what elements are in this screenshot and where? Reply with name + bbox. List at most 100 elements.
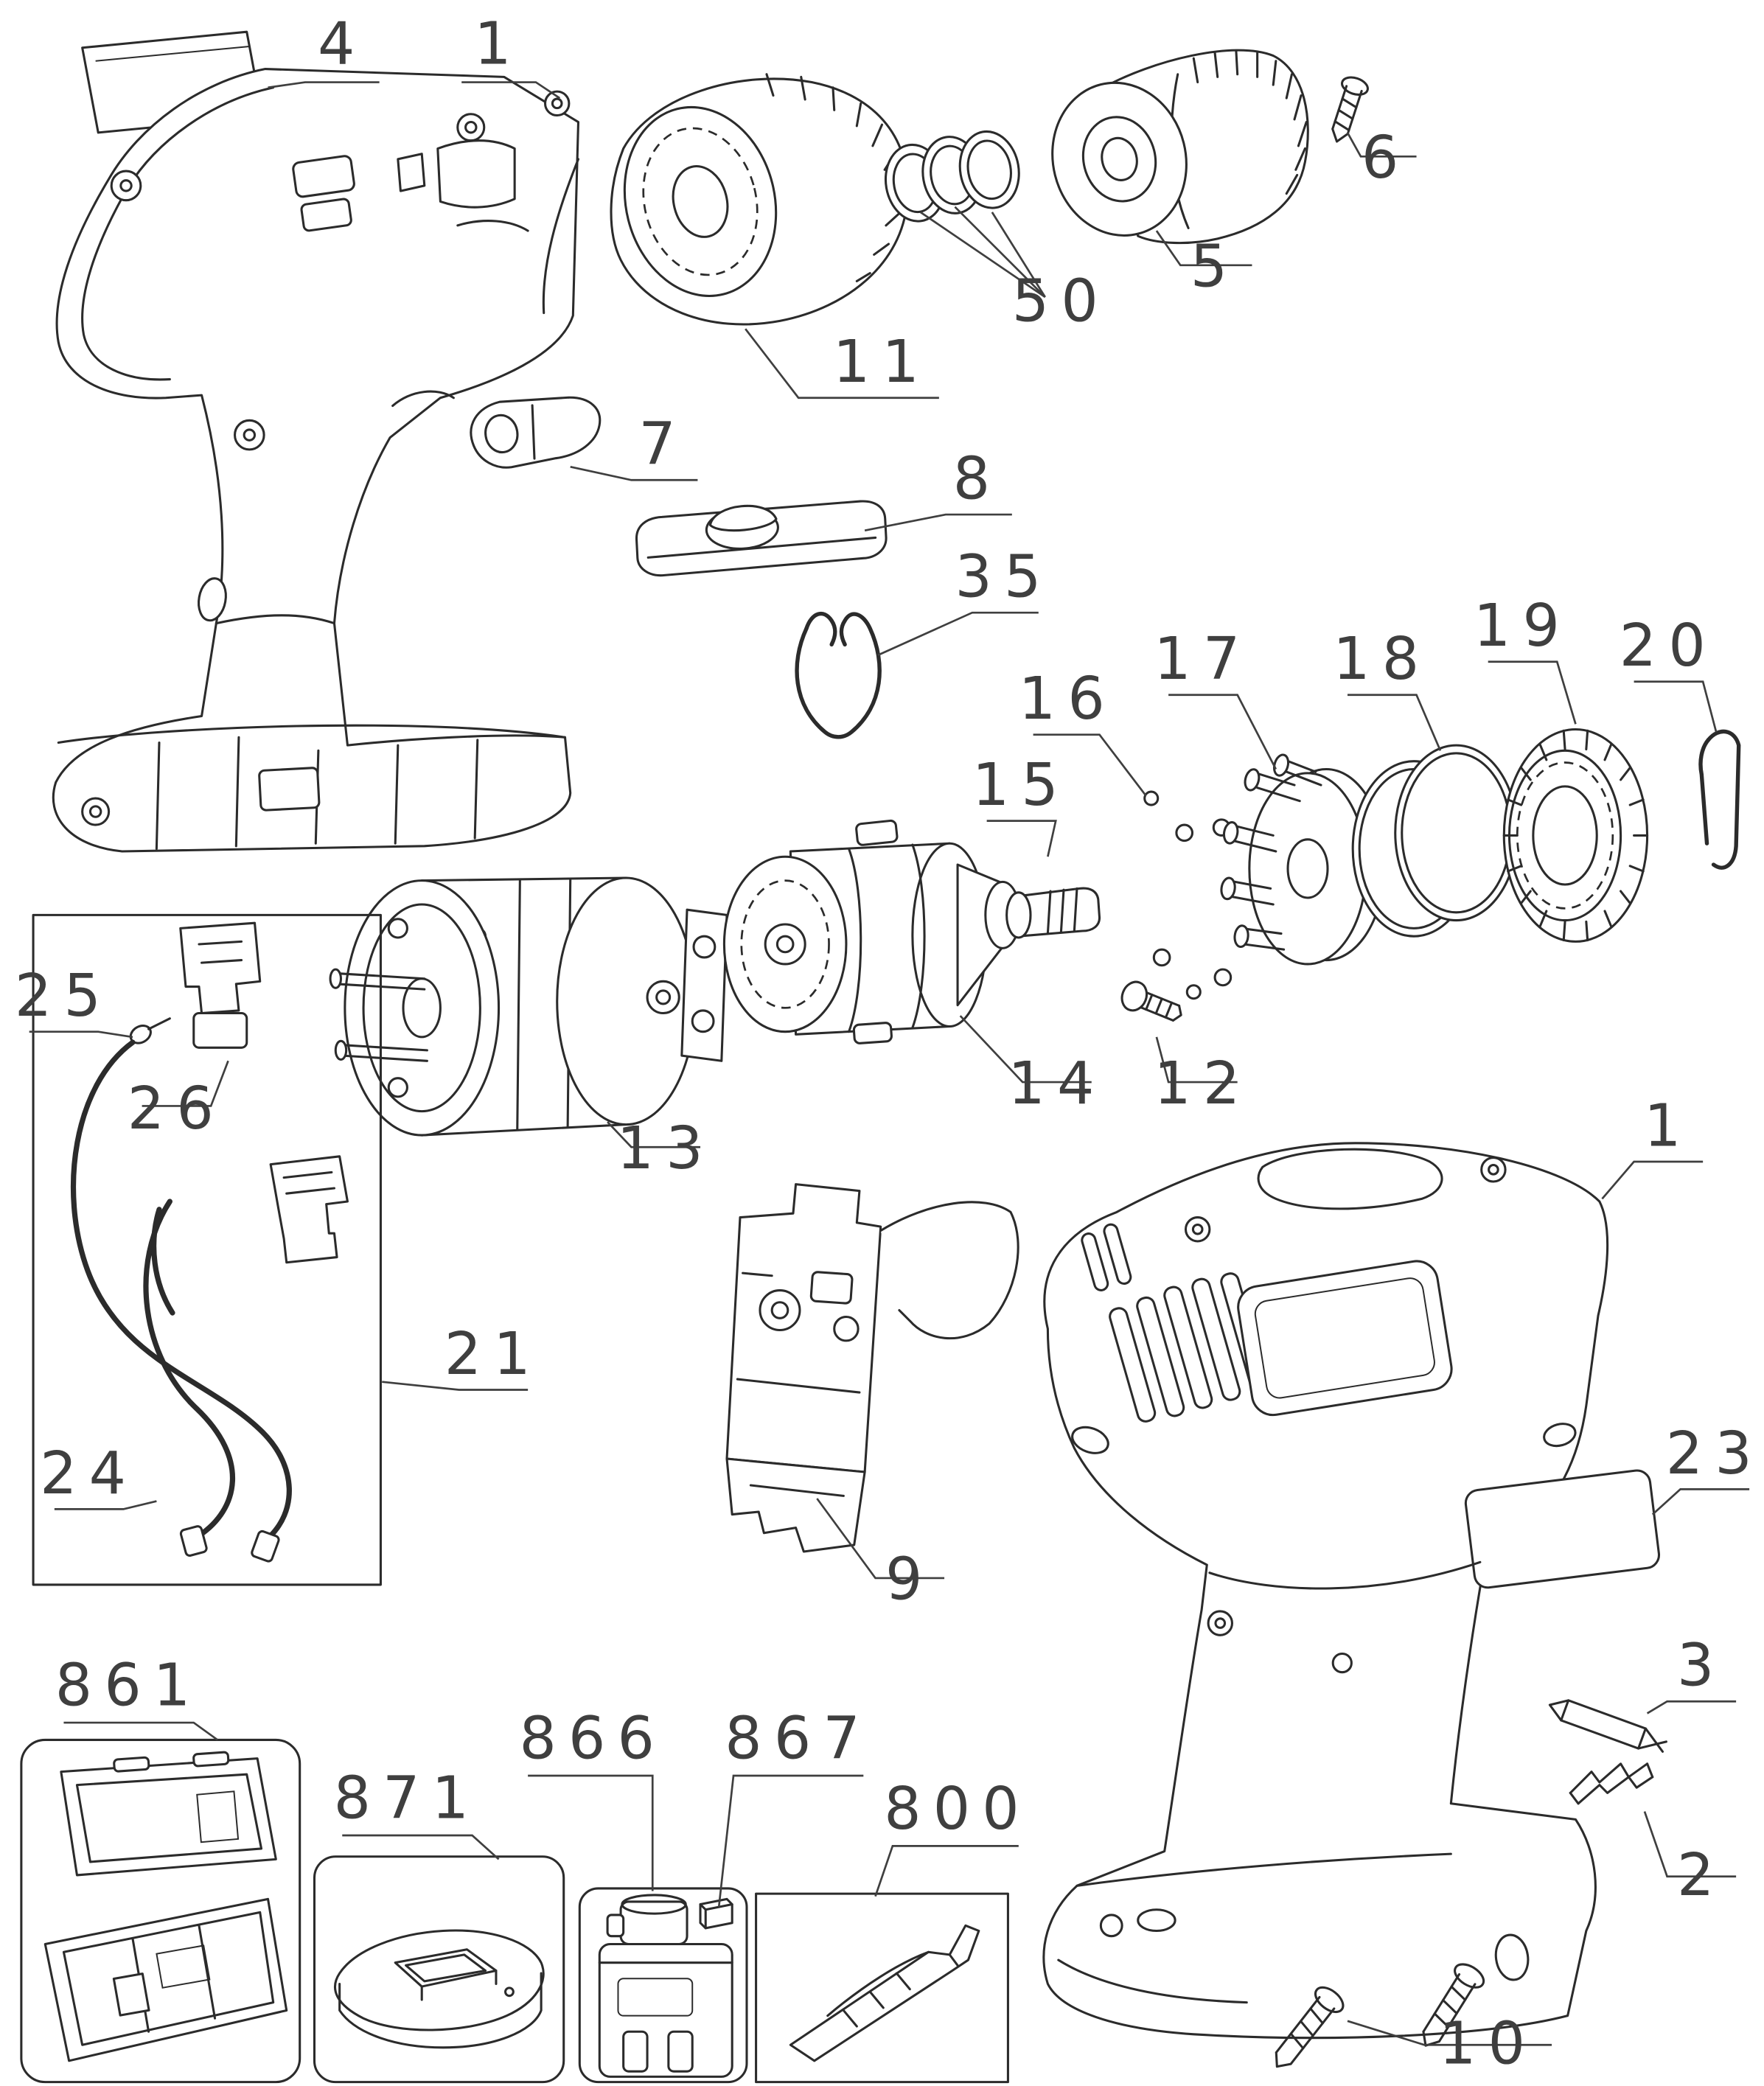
part-18-washer-rings — [1351, 744, 1519, 938]
callout-26: 26 — [128, 1075, 226, 1143]
callout-871: 871 — [334, 1765, 481, 1832]
callout-8: 8 — [953, 444, 1003, 512]
callout-16: 16 — [1019, 665, 1117, 733]
part-866-battery — [578, 1887, 748, 2084]
callout-800: 800 — [884, 1775, 1031, 1843]
callout-866: 866 — [519, 1705, 666, 1773]
callout-11: 11 — [833, 328, 931, 396]
callout-23: 23 — [1666, 1420, 1764, 1487]
callout-leader-21 — [382, 1381, 529, 1391]
callout-19: 19 — [1474, 592, 1572, 660]
callout-leader-866 — [528, 1774, 654, 1891]
callout-leader-19 — [1488, 660, 1577, 725]
part-867-terminal-block — [699, 1897, 733, 1930]
callout-leader-7 — [570, 465, 698, 481]
callout-leader-14 — [959, 1015, 1092, 1084]
callout-leader-25 — [29, 1030, 133, 1039]
callout-9: 9 — [885, 1546, 935, 1614]
part-25-lead-wire — [70, 1017, 292, 1563]
callout-leader-50 — [991, 212, 1046, 298]
callout-leader-50 — [919, 211, 1046, 299]
part-800-accessory — [755, 1892, 1009, 2084]
part-35-spring-clip — [795, 611, 882, 739]
callout-1a: 1 — [474, 10, 523, 77]
callout-10: 10 — [1439, 2009, 1537, 2077]
part-5-chuck — [1051, 49, 1309, 245]
callout-leader-8 — [864, 513, 1012, 531]
part-24-lead-wire — [143, 1199, 235, 1557]
callout-leader-1b — [1601, 1160, 1704, 1200]
callout-leader-871 — [342, 1834, 500, 1860]
callout-24: 24 — [40, 1440, 138, 1507]
callout-50: 50 — [1012, 267, 1110, 335]
callout-leader-24 — [54, 1500, 157, 1510]
part-11-gear-case-cap — [610, 73, 909, 326]
callout-14: 14 — [1008, 1050, 1106, 1117]
callout-leader-23 — [1651, 1488, 1750, 1515]
part-8-slide-plate — [635, 500, 888, 577]
callout-1b: 1 — [1644, 1092, 1693, 1159]
callout-18: 18 — [1333, 625, 1431, 693]
callout-21: 21 — [445, 1320, 543, 1388]
callout-35: 35 — [955, 543, 1053, 611]
callout-leader-35 — [877, 611, 1039, 656]
callout-4: 4 — [318, 10, 367, 77]
callout-12: 12 — [1154, 1050, 1252, 1117]
part-7-selector-button — [470, 396, 602, 469]
part-3-drill-bit — [1548, 1699, 1667, 1753]
callout-leader-861 — [63, 1721, 218, 1741]
callout-6: 6 — [1362, 124, 1411, 192]
part-6-screw — [1331, 76, 1369, 143]
callout-leader-867 — [717, 1774, 864, 1908]
part-26-connector — [179, 921, 262, 1049]
callout-leader-17 — [1168, 694, 1277, 770]
callout-leader-6 — [1346, 132, 1417, 158]
callout-leader-13 — [607, 1121, 701, 1148]
part-9-switch-assembly — [725, 1183, 1019, 1553]
part-12-screw — [1120, 980, 1182, 1022]
callout-2: 2 — [1677, 1841, 1726, 1909]
callout-leader-15 — [986, 820, 1057, 857]
callout-leader-26 — [142, 1060, 229, 1107]
part-19-ring-gear — [1502, 728, 1649, 943]
callout-leader-2 — [1643, 1811, 1737, 1878]
part-20-retaining-clip — [1698, 729, 1741, 870]
callout-leader-12 — [1155, 1036, 1238, 1084]
callout-861: 861 — [55, 1652, 203, 1720]
part-10-screws — [1275, 1963, 1485, 2068]
part-871-charger — [313, 1855, 565, 2084]
callout-leader-20 — [1634, 680, 1718, 733]
callout-leader-5 — [1155, 230, 1252, 267]
part-1-housing-left-half — [52, 68, 580, 853]
part-861-kit-box — [20, 1738, 301, 2084]
callout-leader-10 — [1347, 2020, 1552, 2046]
part-15-transmission-assembly — [722, 819, 1101, 1044]
callout-leader-4 — [268, 81, 380, 89]
callout-leader-3 — [1646, 1700, 1737, 1715]
part-2-bit-clip — [1569, 1762, 1654, 1805]
part-13-motor — [329, 876, 728, 1137]
callout-15: 15 — [972, 751, 1070, 819]
callout-25: 25 — [15, 962, 113, 1030]
callout-leader-11 — [745, 328, 939, 400]
callout-leader-50 — [954, 206, 1046, 298]
part-21-connector-block — [269, 1155, 349, 1264]
part-1-housing-right-half — [1042, 1142, 1661, 2040]
callout-7: 7 — [638, 411, 688, 478]
callout-5: 5 — [1190, 233, 1240, 301]
callout-leader-16 — [1033, 733, 1147, 797]
callout-13: 13 — [617, 1114, 715, 1182]
callout-3: 3 — [1677, 1632, 1726, 1700]
callout-17: 17 — [1154, 625, 1252, 693]
callout-20: 20 — [1620, 612, 1718, 680]
part-50-washers — [884, 130, 1020, 223]
wiring-box — [32, 913, 382, 1586]
callout-867: 867 — [725, 1705, 872, 1773]
callout-leader-18 — [1347, 694, 1442, 751]
callout-leader-1a — [461, 81, 561, 100]
part-16-steel-balls — [1143, 790, 1233, 1000]
callout-leader-800 — [874, 1845, 1019, 1897]
